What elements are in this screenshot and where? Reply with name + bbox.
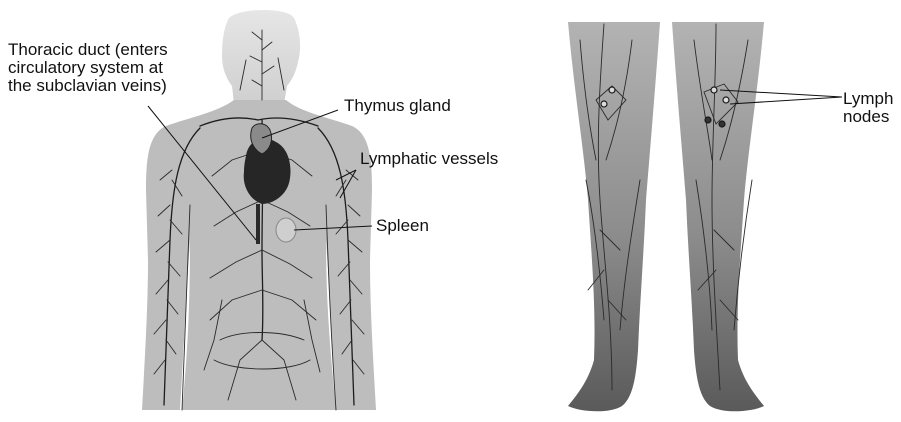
- lymph-node: [723, 97, 729, 103]
- thoracic-duct-line-2: circulatory system at: [8, 58, 163, 77]
- lymph-nodes-line-1: Lymph: [843, 89, 893, 108]
- thymus-label: Thymus gland: [344, 96, 451, 115]
- lymph-node: [601, 101, 607, 107]
- spleen-label: Spleen: [376, 216, 429, 235]
- legs-figure: [568, 22, 764, 411]
- lymph-node: [719, 121, 725, 127]
- lymph-node: [609, 87, 615, 93]
- head-silhouette: [222, 10, 300, 104]
- spleen-shape: [276, 218, 296, 242]
- thoracic-duct-label: Thoracic duct (enters circulatory system…: [8, 40, 172, 95]
- lymph-node: [705, 117, 711, 123]
- left-leg-silhouette: [568, 22, 660, 411]
- thoracic-duct-line-1: Thoracic duct (enters: [8, 40, 168, 59]
- torso-figure: [142, 10, 376, 410]
- heart-vessel: [256, 204, 260, 244]
- lymphatic-vessels-label: Lymphatic vessels: [360, 149, 498, 168]
- lymph-nodes-label: Lymph nodes: [843, 89, 898, 126]
- lymph-node: [711, 87, 717, 93]
- thoracic-duct-line-3: the subclavian veins): [8, 76, 167, 95]
- lymph-nodes-line-2: nodes: [843, 107, 889, 126]
